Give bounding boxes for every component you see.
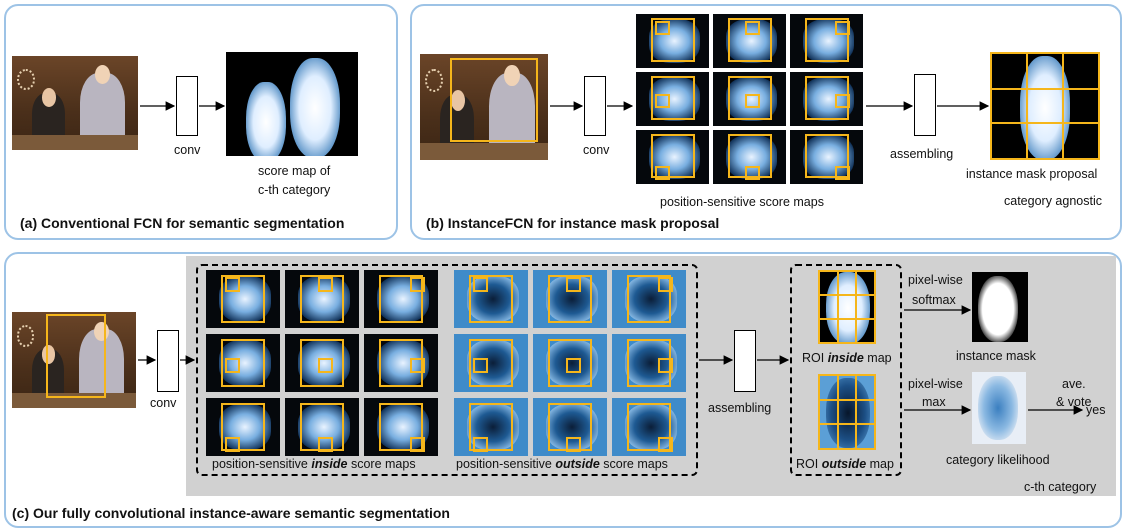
proposal-caption: instance mask proposal	[966, 167, 1098, 181]
input-photo-c	[12, 312, 136, 408]
score-map-tile	[713, 14, 786, 68]
max-label-line1: pixel-wise	[908, 377, 963, 391]
vote-label-line1: ave.	[1062, 377, 1086, 391]
conv-block-a	[176, 76, 198, 136]
score-map-tile	[612, 398, 686, 456]
roi-inside-caption: ROI inside map	[802, 351, 892, 365]
assembling-label-c: assembling	[708, 401, 772, 415]
instance-mask-proposal	[990, 52, 1100, 160]
score-map-tile	[636, 72, 709, 126]
score-map-tile	[364, 398, 438, 456]
agnostic-caption: category agnostic	[1004, 194, 1102, 208]
input-photo-b	[420, 54, 548, 160]
instance-mask-output	[972, 272, 1028, 342]
conv-block-c	[157, 330, 179, 392]
yes-label: yes	[1086, 403, 1106, 417]
caption-b: (b) InstanceFCN for instance mask propos…	[426, 215, 720, 231]
score-map-tile	[454, 398, 528, 456]
score-map-tile	[364, 270, 438, 328]
score-map-tile	[636, 14, 709, 68]
softmax-label-line2: softmax	[912, 293, 956, 307]
roi-maps-dashed-box	[790, 264, 902, 476]
category-likelihood-output	[972, 372, 1026, 444]
input-photo-a	[12, 56, 138, 150]
roi-outside-map	[818, 374, 876, 450]
conv-block-b	[584, 76, 606, 136]
score-map-tile	[533, 334, 607, 392]
caption-a: (a) Conventional FCN for semantic segmen…	[20, 215, 345, 231]
score-caption-line1: score map of	[258, 164, 331, 178]
score-map-a	[226, 52, 358, 156]
roi-box-b	[450, 58, 538, 142]
score-map-tile	[285, 270, 359, 328]
score-map-tile	[285, 398, 359, 456]
conv-label-c: conv	[150, 396, 177, 410]
assembling-block-c	[734, 330, 756, 392]
score-map-tile	[790, 72, 863, 126]
score-caption-line2: c-th category	[258, 183, 331, 197]
score-map-tile	[454, 270, 528, 328]
score-map-tile	[636, 130, 709, 184]
category-tag: c-th category	[1024, 480, 1097, 494]
roi-inside-map	[818, 270, 876, 344]
score-map-tile	[790, 14, 863, 68]
score-map-tile	[713, 72, 786, 126]
score-maps-dashed-box	[196, 264, 698, 476]
conv-label-a: conv	[174, 143, 201, 157]
inside-caption: position-sensitive inside score maps	[212, 457, 416, 471]
outside-caption: position-sensitive outside score maps	[456, 457, 668, 471]
score-map-tile	[454, 334, 528, 392]
score-map-tile	[713, 130, 786, 184]
caption-c: (c) Our fully convolutional instance-awa…	[12, 505, 450, 521]
score-map-tile	[206, 334, 280, 392]
score-map-tile	[533, 270, 607, 328]
max-label-line2: max	[922, 395, 946, 409]
score-map-tile	[612, 334, 686, 392]
assembling-block-b	[914, 74, 936, 136]
roi-box-c	[46, 314, 106, 398]
roi-outside-caption: ROI outside map	[796, 457, 894, 471]
assembling-label-b: assembling	[890, 147, 954, 161]
maps-caption-b: position-sensitive score maps	[660, 195, 824, 209]
score-map-tile	[612, 270, 686, 328]
score-map-tile	[285, 334, 359, 392]
instance-mask-caption: instance mask	[956, 349, 1036, 363]
score-map-tile	[206, 270, 280, 328]
score-map-tile	[364, 334, 438, 392]
score-map-tile	[790, 130, 863, 184]
likelihood-caption: category likelihood	[946, 453, 1050, 467]
softmax-label-line1: pixel-wise	[908, 273, 963, 287]
score-map-tile	[206, 398, 280, 456]
score-map-tile	[533, 398, 607, 456]
conv-label-b: conv	[583, 143, 610, 157]
